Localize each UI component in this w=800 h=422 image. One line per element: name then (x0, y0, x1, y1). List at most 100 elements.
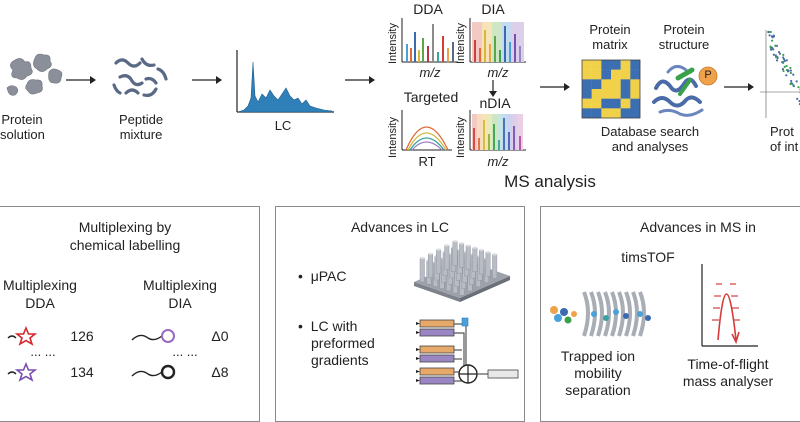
targeted-label: Targeted (403, 89, 459, 105)
heatmap-cell (630, 98, 641, 109)
heatmap-cell (630, 69, 641, 80)
dda-purple-tag-icon (7, 361, 38, 382)
dia-label: DIA (481, 1, 505, 17)
pillar (485, 252, 491, 277)
pillar-top (428, 252, 433, 255)
down-arrow-icon (489, 80, 497, 97)
bullet-upac: • μPAC (298, 268, 347, 284)
pillar (472, 247, 478, 273)
scatter-dot (775, 44, 779, 47)
dda-ellipsis: ... ... (30, 344, 56, 359)
rt-axis-label: RT (418, 154, 436, 169)
scatter-dot (782, 56, 785, 59)
protein-structure-line2: structure (658, 37, 710, 52)
dda-mz-axis-label: m/z (419, 65, 441, 80)
ndia-intensity-axis-label: Intensity (455, 117, 467, 158)
multiplexing-dda-line1: Multiplexing (3, 277, 77, 293)
scatter-dot (776, 55, 779, 58)
tof-line1: Time-of-flight (687, 356, 769, 372)
preformed-line1: LC with (310, 318, 358, 334)
tims-plate (638, 291, 646, 337)
tims-plate (596, 291, 604, 337)
tof-line2: mass analyser (682, 373, 774, 389)
protein-solution-line2: solution (0, 127, 45, 142)
arrow-icon (724, 83, 754, 91)
preformed-line2: preformed (311, 335, 375, 351)
heatmap-cell (611, 79, 621, 90)
ion-dot (550, 306, 558, 314)
heatmap-cell (582, 60, 592, 70)
results-line2: of int (770, 139, 799, 154)
pillar-top (444, 244, 450, 247)
protein-solution-label: Protein solution (0, 112, 45, 142)
phospho-badge-icon (698, 66, 718, 86)
scatter-dot (786, 70, 790, 73)
scatter-dot (796, 97, 799, 100)
multiplexing-dia-line1: Multiplexing (143, 277, 217, 293)
heatmap-cell (601, 108, 612, 119)
dia-purple-tag-icon (131, 329, 175, 343)
scatter-dot (785, 64, 788, 68)
protein-matrix-label: Protein matrix (580, 22, 640, 52)
heatmap-cell (591, 89, 602, 99)
preformed-line3: gradients (311, 352, 369, 368)
pillar-top (452, 240, 458, 243)
multiplexing-dia-line2: DIA (168, 295, 192, 311)
heatmap-cell (591, 98, 602, 109)
heatmap-cell (630, 108, 641, 119)
pillar-top (485, 251, 491, 254)
phospho-badge-label: P (704, 69, 712, 81)
bullet-dot: • (298, 268, 311, 284)
pillar-top (436, 248, 441, 251)
ion-mobility-icon (550, 291, 651, 337)
dda-mass-134: 134 (70, 364, 94, 380)
dda-spectrum-icon (401, 18, 458, 63)
database-line2: and analyses (611, 139, 689, 154)
lc-gradient-diagram (416, 317, 519, 385)
lc-chromatogram-icon (236, 50, 334, 113)
scatter-dot (789, 66, 792, 70)
lc-label: LC (274, 118, 292, 133)
scatter-dot (772, 34, 775, 37)
scatter-dot (797, 86, 800, 89)
scatter-dot (774, 54, 777, 57)
scatter-dot (792, 83, 795, 87)
pillar-top (420, 256, 425, 260)
scatter-dot (782, 58, 786, 61)
pillar-top (492, 253, 497, 256)
heatmap-cell (591, 79, 602, 90)
heatmap-cell (620, 89, 631, 99)
ndia-spectrum-icon (469, 110, 526, 151)
heatmap-cell (582, 108, 592, 119)
scatter-dot (789, 71, 792, 75)
dia-intensity-axis-label: Intensity (455, 23, 467, 64)
multiplexing-dia-label: Multiplexing DIA (140, 276, 220, 312)
pillar (478, 249, 484, 275)
heatmap-cell (582, 69, 592, 80)
ion-dot (560, 308, 568, 316)
trapped-ion-line2: mobility (574, 365, 622, 381)
peptide-mixture-label: Peptide mixture (115, 112, 167, 142)
heatmap-cell (591, 108, 602, 119)
scatter-dot (783, 59, 787, 63)
ndia-label: nDIA (479, 95, 511, 111)
protein-structure-line1: Protein (663, 22, 705, 37)
tims-plate (603, 291, 611, 337)
pillar (459, 243, 465, 268)
heatmap-cell (601, 60, 612, 70)
pillar-top (479, 248, 484, 252)
targeted-chromatogram-icon (401, 110, 452, 151)
dia-mass-delta8: Δ8 (211, 364, 229, 380)
trapped-ion-line1: Trapped ion (560, 348, 636, 364)
arrow-icon (66, 76, 96, 84)
bullet-preformed: • LC with preformed gradients (298, 318, 375, 369)
timstof-label: timsTOF (621, 249, 675, 265)
peptide-mixture-line1: Peptide (118, 112, 164, 127)
dda-intensity-axis-label: Intensity (387, 23, 399, 64)
dda-mass-126: 126 (70, 328, 94, 344)
heatmap-cell (611, 108, 621, 119)
pillar (444, 245, 450, 270)
ion-dot (564, 316, 572, 324)
protein-blobs-icon (6, 53, 63, 96)
scatter-dot (772, 53, 775, 56)
